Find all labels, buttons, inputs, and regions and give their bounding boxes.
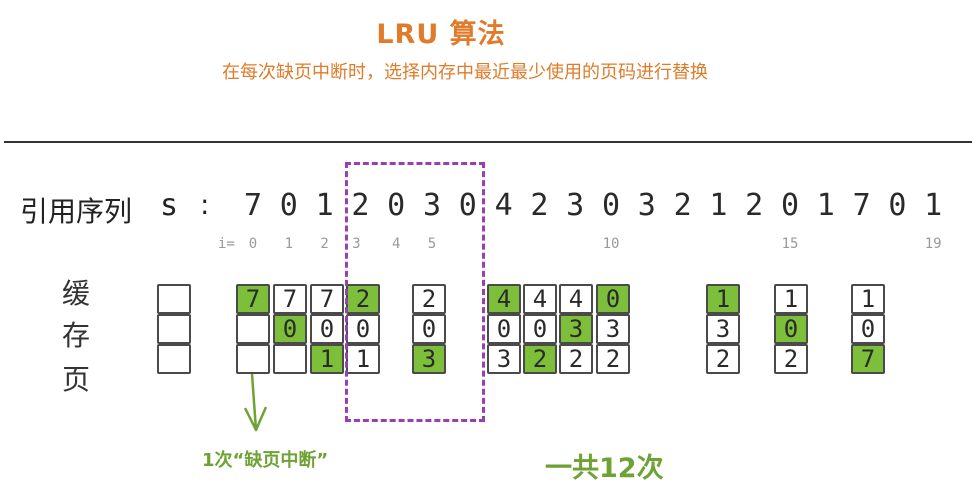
cache-column-initial	[157, 284, 191, 374]
cache-cell-loaded: 4	[487, 284, 521, 314]
cache-cell: 3	[596, 314, 630, 344]
cache-cell	[273, 344, 307, 374]
sequence-digit: 0	[888, 188, 907, 223]
cache-cell: 2	[706, 344, 740, 374]
sequence-digit: 2	[673, 188, 692, 223]
cache-cell: 1	[851, 284, 885, 314]
cache-cell-loaded: 3	[412, 344, 446, 374]
cache-cell: 4	[559, 284, 593, 314]
index-label: 4	[391, 236, 401, 252]
cache-cell-loaded: 3	[559, 314, 593, 344]
sequence-digit: 0	[601, 188, 621, 223]
sequence-digit: 3	[566, 188, 585, 223]
cache-cell	[236, 344, 270, 374]
cache-cell: 2	[559, 344, 593, 374]
sequence-digit: 4	[494, 188, 513, 223]
cache-cell: 0	[346, 314, 380, 344]
index-label: 10	[602, 236, 620, 252]
side-label-char: 页	[62, 363, 91, 396]
cache-column: 7	[236, 284, 270, 374]
cache-cell: 2	[412, 284, 446, 314]
index-prefix: i=	[218, 236, 235, 252]
sequence-digit: 3	[422, 188, 442, 223]
cache-cell: 1	[774, 284, 808, 314]
cache-cell: 0	[851, 314, 885, 344]
index-label: 19	[924, 236, 942, 252]
sequence-digit: 1	[924, 188, 943, 223]
sequence-digit: 7	[852, 188, 871, 223]
sequence-label: 引用序列	[20, 195, 133, 228]
sequence-digit: 2	[530, 188, 549, 223]
cache-cell: 7	[310, 284, 344, 314]
index-label: 15	[781, 236, 799, 252]
cache-cell	[157, 344, 191, 374]
arrow-down-icon	[243, 373, 268, 432]
cache-cell: 3	[487, 344, 521, 374]
sequence-digit: 0	[279, 188, 298, 223]
index-label: 0	[248, 236, 258, 252]
index-label: 1	[284, 236, 294, 252]
cache-cell: 0	[310, 314, 344, 344]
cache-cell	[157, 314, 191, 344]
diagram-title: LRU 算法	[376, 19, 506, 50]
cache-cell-loaded: 0	[596, 284, 630, 314]
sequence-colon: :	[200, 188, 210, 221]
cache-cell-loaded: 7	[236, 284, 270, 314]
cache-cell: 7	[273, 284, 307, 314]
sequence-digit: 0	[780, 188, 800, 223]
cache-cell-loaded: 1	[706, 284, 740, 314]
index-label: 2	[320, 236, 329, 252]
cache-cell: 2	[596, 344, 630, 374]
sequence-digit: 0	[458, 188, 477, 223]
cache-cell-loaded: 2	[523, 344, 557, 374]
cache-cell	[157, 284, 191, 314]
cache-cell: 3	[706, 314, 740, 344]
cache-cell: 0	[412, 314, 446, 344]
cache-cell: 2	[774, 344, 808, 374]
cache-cell: 0	[487, 314, 521, 344]
sequence-digit: 2	[745, 188, 764, 223]
side-label-char: 缓	[62, 277, 91, 310]
highlight-window	[345, 162, 485, 422]
side-label-char: 存	[62, 319, 91, 352]
index-label: 3	[352, 236, 361, 252]
sequence-digit: 3	[637, 188, 656, 223]
total-faults-note: 一共12次	[545, 453, 664, 484]
sequence-digit: 1	[315, 188, 334, 223]
cache-cell-loaded: 0	[273, 314, 307, 344]
diagram-subtitle: 在每次缺页中断时，选择内存中最近最少使用的页码进行替换	[222, 62, 708, 83]
sequence-digit: 1	[816, 188, 835, 223]
sequence-digit: 2	[351, 188, 370, 223]
cache-cell: 4	[523, 284, 557, 314]
cache-cell-loaded: 0	[774, 314, 808, 344]
cache-cell: 1	[346, 344, 380, 374]
sequence-digit: 1	[709, 188, 728, 223]
index-label: 5	[427, 236, 437, 252]
cache-cell-loaded: 7	[851, 344, 885, 374]
cache-cell: 0	[523, 314, 557, 344]
cache-cell-loaded: 1	[310, 344, 344, 374]
cache-cell	[236, 314, 270, 344]
sequence-variable: s	[160, 188, 179, 223]
divider-line	[4, 141, 972, 143]
sequence-digit: 7	[243, 188, 263, 223]
page-fault-note: 1次“缺页中断”	[202, 450, 329, 471]
sequence-digit: 0	[387, 188, 406, 223]
